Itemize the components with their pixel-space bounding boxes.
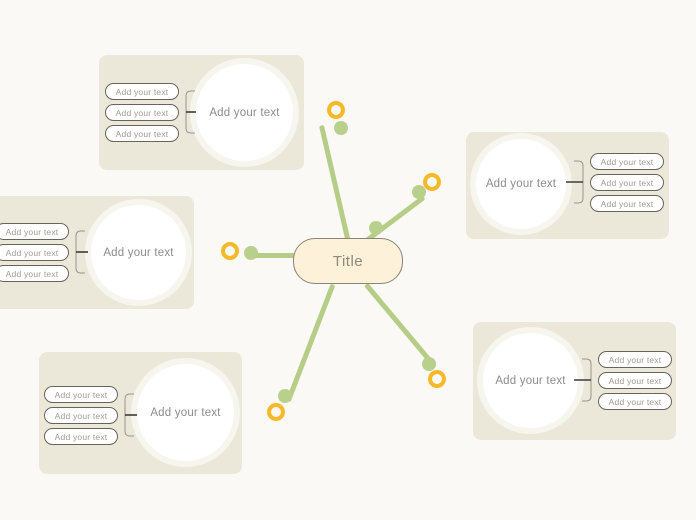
panel-bottom-right-pill-2[interactable]: Add your text	[598, 372, 672, 389]
panel-top-right-pill-1-label: Add your text	[600, 156, 654, 167]
panel-top-left-pill-2-label: Add your text	[115, 107, 169, 118]
panel-top-right-pill-1[interactable]: Add your text	[590, 153, 664, 170]
panel-top-right-pill-2-label: Add your text	[600, 177, 654, 188]
panel-mid-left-pill-1-label: Add your text	[5, 226, 59, 237]
branch-top-endpoint-ring-icon[interactable]	[327, 101, 345, 119]
branch-lower-left-dot[interactable]	[278, 389, 292, 403]
panel-bottom-right-pill-2-label: Add your text	[608, 375, 662, 386]
panel-bottom-left-pill-3[interactable]: Add your text	[44, 428, 118, 445]
branch-left-dot[interactable]	[244, 246, 258, 260]
branch-upper-right-dot[interactable]	[412, 185, 426, 199]
branch-lower-right-dot[interactable]	[422, 357, 436, 371]
panel-bottom-right-pill-1-label: Add your text	[608, 354, 662, 365]
branch-lower-right-endpoint-ring-icon[interactable]	[428, 370, 446, 388]
panel-top-left-circle-label: Add your text	[209, 106, 280, 119]
panel-top-left-pill-1-label: Add your text	[115, 86, 169, 97]
panel-top-left-pill-3-label: Add your text	[115, 128, 169, 139]
panel-mid-left-pill-2[interactable]: Add your text	[0, 244, 69, 261]
panel-bottom-left-pill-1[interactable]: Add your text	[44, 386, 118, 403]
panel-bottom-right-circle-label: Add your text	[495, 374, 566, 387]
branch-left-endpoint-ring-icon[interactable]	[221, 242, 239, 260]
branch-lower-right-stem	[364, 282, 435, 365]
panel-top-left-pill-1[interactable]: Add your text	[105, 83, 179, 100]
branch-inner-right-dot[interactable]	[369, 221, 383, 235]
branch-upper-right-endpoint-ring-icon[interactable]	[423, 173, 441, 191]
panel-mid-left-pill-3[interactable]: Add your text	[0, 265, 69, 282]
panel-mid-left-pill-1[interactable]: Add your text	[0, 223, 69, 240]
center-title-label: Title	[332, 252, 364, 270]
panel-top-right-pill-2[interactable]: Add your text	[590, 174, 664, 191]
panel-bottom-left-circle[interactable]: Add your text	[137, 364, 234, 461]
panel-mid-left-circle[interactable]: Add your text	[91, 205, 186, 300]
panel-mid-left-pill-3-label: Add your text	[5, 268, 59, 279]
panel-top-right-pill-3-label: Add your text	[600, 198, 654, 209]
panel-bottom-left-circle-label: Add your text	[150, 406, 221, 419]
panel-bottom-left-pill-2-label: Add your text	[54, 410, 108, 421]
panel-bottom-left-pill-1-label: Add your text	[54, 389, 108, 400]
panel-top-left-circle[interactable]: Add your text	[196, 64, 293, 161]
branch-top-dot[interactable]	[334, 121, 348, 135]
panel-top-right-circle-label: Add your text	[485, 178, 557, 190]
panel-bottom-right-circle[interactable]: Add your text	[483, 333, 578, 428]
branch-top-stem	[319, 124, 351, 241]
branch-lower-left-endpoint-ring-icon[interactable]	[267, 403, 285, 421]
panel-bottom-right-pill-1[interactable]: Add your text	[598, 351, 672, 368]
panel-mid-left-circle-label: Add your text	[103, 246, 174, 259]
branch-lower-left-stem	[285, 283, 336, 402]
panel-bottom-right-pill-3[interactable]: Add your text	[598, 393, 672, 410]
panel-top-right-pill-3[interactable]: Add your text	[590, 195, 664, 212]
panel-bottom-left-pill-3-label: Add your text	[54, 431, 108, 442]
panel-mid-left-pill-2-label: Add your text	[5, 247, 59, 258]
panel-top-left-pill-2[interactable]: Add your text	[105, 104, 179, 121]
panel-bottom-left-pill-2[interactable]: Add your text	[44, 407, 118, 424]
center-title-node[interactable]: Title	[293, 238, 403, 284]
panel-top-right-circle[interactable]: Add your text	[476, 139, 566, 229]
panel-top-left-pill-3[interactable]: Add your text	[105, 125, 179, 142]
panel-bottom-right-pill-3-label: Add your text	[608, 396, 662, 407]
